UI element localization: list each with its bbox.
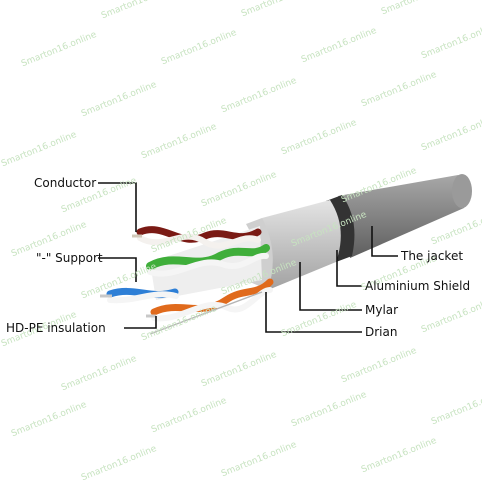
leader-shield bbox=[336, 250, 362, 287]
label-jacket: The jacket bbox=[401, 249, 464, 263]
label-shield: Aluminium Shield bbox=[365, 279, 471, 293]
label-support: "-" Support bbox=[36, 251, 103, 265]
label-insulation: HD-PE insulation bbox=[6, 321, 106, 335]
leader-support bbox=[98, 257, 137, 282]
orange-pair bbox=[146, 278, 274, 322]
leader-conductor bbox=[98, 182, 137, 232]
drain-wire bbox=[149, 291, 263, 335]
leader-jacket bbox=[371, 226, 398, 257]
green-pair bbox=[146, 244, 270, 277]
leader-lines bbox=[98, 182, 398, 333]
label-mylar: Mylar bbox=[365, 303, 399, 317]
label-conductor: Conductor bbox=[34, 176, 97, 190]
jacket-end bbox=[452, 174, 472, 208]
leader-drain bbox=[265, 292, 362, 333]
leader-mylar bbox=[299, 262, 362, 311]
mylar-body bbox=[262, 200, 341, 290]
leader-insulation bbox=[124, 316, 157, 329]
blue-pair bbox=[100, 287, 179, 304]
jacket-body bbox=[338, 175, 469, 258]
label-drain: Drian bbox=[365, 325, 398, 339]
brown-pair bbox=[132, 226, 262, 249]
